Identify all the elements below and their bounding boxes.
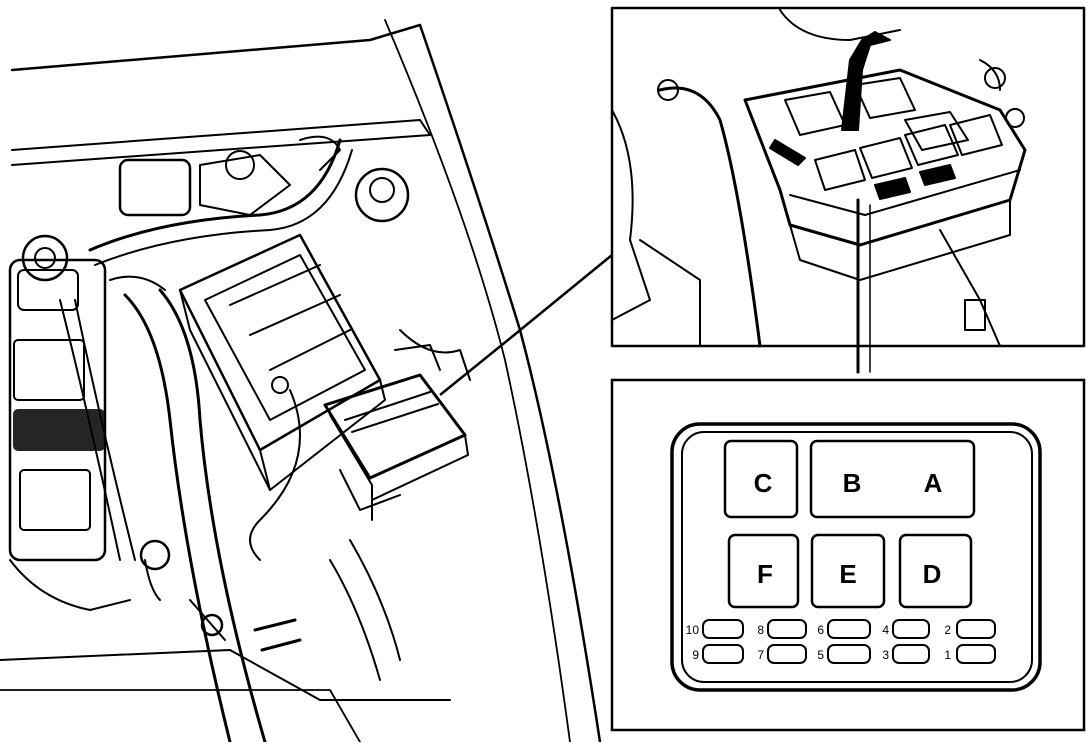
relay-label-c: C [754,468,773,498]
relay-slot-d [898,533,973,609]
fuse-slot [956,644,996,664]
fuse-slot [702,619,744,639]
relay-slot-f [727,533,800,609]
relay-layout-inset: C B A F E D 10 8 6 4 2 9 7 5 3 1 [610,378,1086,732]
fuse-number: 2 [944,623,951,637]
fuse-number: 6 [817,623,824,637]
relay-label-d: D [923,559,942,589]
relay-slot-ba [809,439,976,519]
relay-box-inset [610,6,1086,374]
fuse-slot [827,644,871,664]
fuse-slot [956,619,996,639]
fuse-number: 1 [944,648,951,662]
relay-label-e: E [839,559,856,589]
fuse-slot [767,644,807,664]
relay-label-a: A [924,468,943,498]
relay-label-b: B [843,468,862,498]
fuse-slot [767,619,807,639]
fuse-slot [892,644,930,664]
fuse-number: 9 [692,648,699,662]
fuse-slot [827,619,871,639]
fuse-slot [892,619,930,639]
fuse-number: 5 [817,648,824,662]
relay-slot-e [810,533,886,609]
fuse-number: 10 [686,623,700,637]
relay-slot-c [723,439,799,519]
fuse-number: 4 [882,623,889,637]
fuse-slot [702,644,744,664]
fuse-number: 7 [757,648,764,662]
leader-line [439,254,613,396]
fuse-number: 3 [882,648,889,662]
press-tab-arrow-icon [769,139,806,166]
relay-label-f: F [757,559,773,589]
engine-bay-illustration [0,19,602,744]
lift-arrow-icon [841,31,891,131]
fuse-number: 8 [757,623,764,637]
